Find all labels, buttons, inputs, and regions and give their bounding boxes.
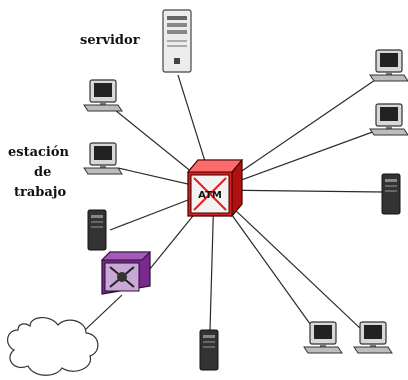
server-icon[interactable] xyxy=(162,9,192,73)
desktop-computer-icon[interactable] xyxy=(369,49,408,82)
network-cloud-icon[interactable] xyxy=(7,317,99,376)
server-label: servidor xyxy=(80,33,140,48)
desktop-computer-icon[interactable] xyxy=(353,321,393,354)
desktop-computer-icon[interactable] xyxy=(369,103,408,136)
desktop-computer-icon[interactable] xyxy=(83,142,123,175)
router-icon[interactable] xyxy=(100,251,152,295)
hub-label: ATM xyxy=(198,190,222,201)
link-router-cloud xyxy=(84,294,123,331)
workstation-label-line1: estación xyxy=(8,145,70,160)
atm-switch-icon[interactable]: ATM xyxy=(186,158,244,218)
tower-pc-icon[interactable] xyxy=(199,329,219,371)
workstation-label-line2: de xyxy=(34,165,51,180)
tower-pc-icon[interactable] xyxy=(381,173,401,215)
workstation-label-line3: trabajo xyxy=(14,185,66,200)
tower-pc-icon[interactable] xyxy=(87,209,107,251)
desktop-computer-icon[interactable] xyxy=(83,79,123,112)
link-pc-bottom-right-2 xyxy=(213,189,363,331)
desktop-computer-icon[interactable] xyxy=(303,321,343,354)
